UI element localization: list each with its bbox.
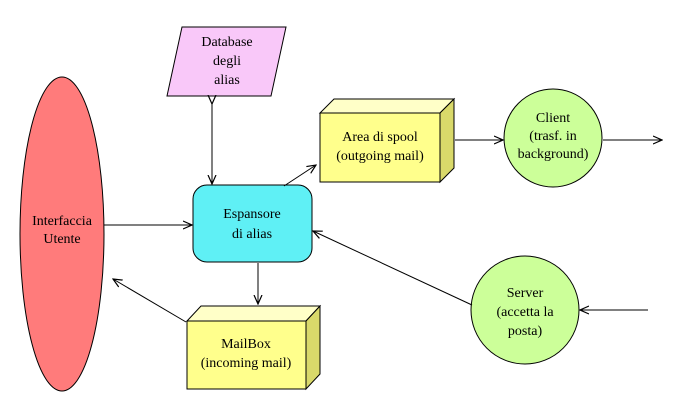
spool-area-front-face: [319, 112, 441, 183]
alias-expander-shape: [192, 184, 313, 263]
connectors: [104, 104, 662, 323]
server-label-line-1: Server: [507, 286, 544, 301]
arrow-expander-to-spool: [283, 165, 316, 187]
arrow-mailbox-to-interface: [113, 279, 187, 323]
spool-area-side-face: [439, 97, 455, 184]
spool-area-node: Area di spool (outgoing mail): [318, 97, 456, 184]
alias-expander-node: Espansore di alias: [192, 184, 313, 263]
user-interface-shape: [19, 76, 105, 392]
server-node: Server (accetta la posta): [470, 255, 580, 365]
mailbox-side-face: [305, 304, 321, 391]
arrow-server-to-expander: [313, 231, 473, 306]
alias-database-label-line-3: alias: [214, 73, 240, 88]
client-label-line-1: Client: [536, 111, 570, 126]
client-label-line-2: (trasf. in: [529, 129, 576, 144]
client-label-line-3: background): [518, 147, 589, 162]
mailbox-top-face: [185, 305, 322, 322]
alias-expander-label-line-2: di alias: [232, 227, 272, 242]
mailbox-node: MailBox (incoming mail): [185, 304, 322, 391]
client-node: Client (trasf. in background): [503, 88, 603, 188]
mailbox-front-face: [186, 320, 307, 390]
alias-database-label-line-1: Database: [201, 35, 252, 50]
spool-area-top-face: [318, 98, 456, 114]
alias-expander-label-line-1: Espansore: [223, 207, 281, 222]
server-label-line-3: posta): [508, 324, 543, 339]
spool-area-label-line-2: (outgoing mail): [336, 149, 424, 164]
user-interface-label-line-1: Interfaccia: [32, 214, 93, 229]
alias-database-shape: [166, 26, 287, 97]
spool-area-label-line-1: Area di spool: [342, 130, 418, 145]
mailbox-label-line-2: (incoming mail): [201, 356, 292, 371]
user-interface-label-line-2: Utente: [43, 232, 80, 247]
client-shape: [503, 88, 603, 188]
alias-database-label-line-2: degli: [213, 54, 241, 69]
alias-database-node: Database degli alias: [166, 26, 287, 97]
mailbox-label-line-1: MailBox: [221, 337, 271, 352]
user-interface-node: Interfaccia Utente: [19, 76, 105, 392]
server-label-line-2: (accetta la: [496, 305, 554, 320]
